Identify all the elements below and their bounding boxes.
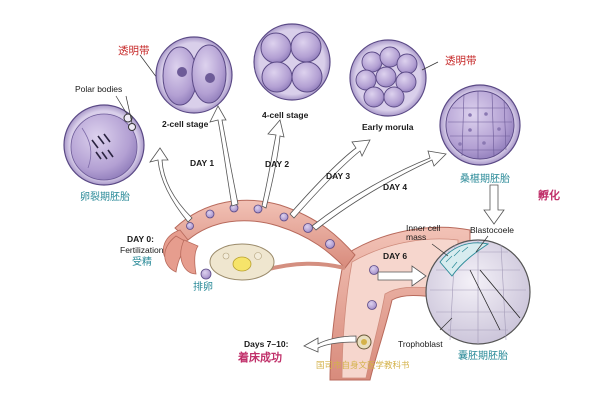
- two-cell-embryo: [155, 36, 233, 114]
- hatching-label: 孵化: [538, 189, 560, 202]
- day3-label: DAY 3: [326, 171, 351, 181]
- implantation-label: 着床成功: [238, 351, 282, 364]
- polar-body-1: [123, 113, 133, 123]
- zona-pellucida-label-1: 透明带: [118, 45, 150, 57]
- day0-label: DAY 0:: [127, 234, 154, 244]
- progress-arrows: [149, 105, 505, 353]
- zygote-cell: [63, 104, 145, 186]
- polar-body-2: [128, 123, 136, 131]
- blastocoele-label: Blastocoele: [470, 225, 514, 235]
- early-morula-label: Early morula: [362, 122, 414, 132]
- fertilization-zh-label: 受精: [132, 257, 152, 268]
- fimbriae: [163, 229, 199, 275]
- cleavage-embryo-label: 卵裂期胚胎: [80, 192, 130, 203]
- late-morula-label: 桑椹期胚胎: [460, 174, 510, 185]
- late-morula: [439, 84, 521, 166]
- day4-label: DAY 4: [383, 182, 408, 192]
- early-morula: [349, 39, 427, 117]
- days-7-10-label: Days 7–10:: [244, 339, 289, 349]
- blastocyst-label: 囊胚期胚胎: [458, 351, 508, 362]
- day1-label: DAY 1: [190, 158, 215, 168]
- follicle: [232, 256, 252, 272]
- four-cell-label: 4-cell stage: [262, 110, 309, 120]
- ovarian-ligament: [264, 261, 346, 272]
- ovulated-egg: [200, 268, 212, 280]
- trophoblast-label: Trophoblast: [398, 339, 443, 349]
- fallopian-tube: [174, 199, 356, 269]
- inner-cell-mass-label: Inner cell mass: [406, 223, 441, 242]
- fertilization-label: Fertilization: [120, 245, 164, 255]
- two-cell-label: 2-cell stage: [162, 119, 209, 129]
- watermark-text: 国司市自身文医学教科书: [316, 361, 410, 371]
- zona-pellucida-label-2: 透明带: [445, 55, 477, 67]
- day2-label: DAY 2: [265, 159, 290, 169]
- ovulation-label: 排卵: [193, 282, 213, 293]
- travelling-embryos: [186, 203, 379, 310]
- polar-bodies-label: Polar bodies: [75, 84, 123, 94]
- day6-label: DAY 6: [383, 251, 408, 261]
- four-cell-embryo: [253, 23, 331, 101]
